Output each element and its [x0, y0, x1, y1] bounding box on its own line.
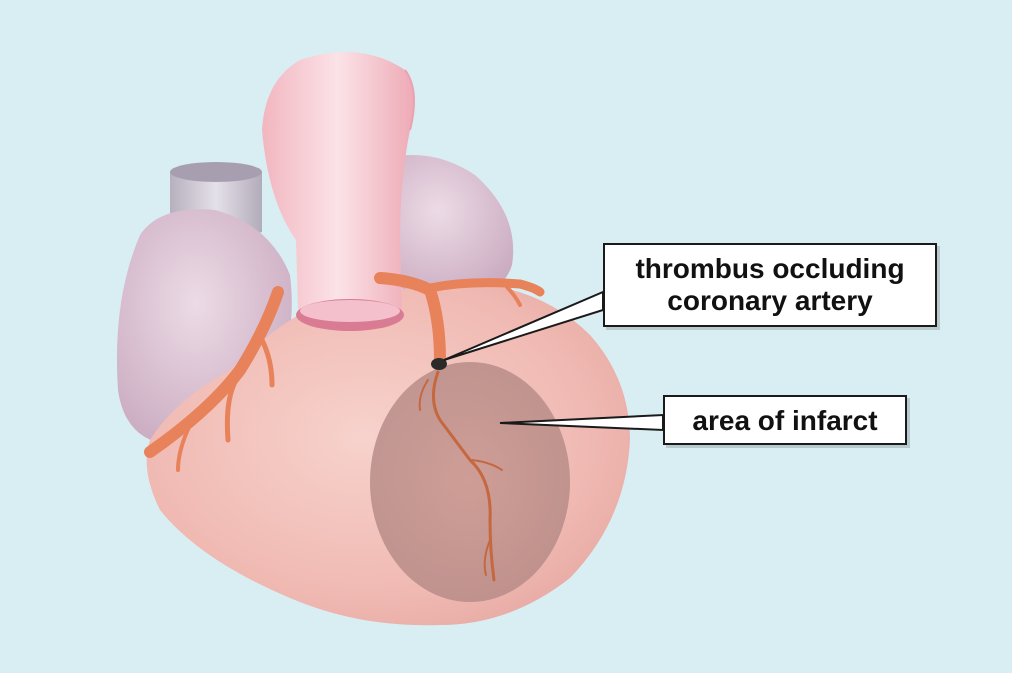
thrombus-label-line2: coronary artery [605, 285, 935, 317]
thrombus-label: thrombus occluding coronary artery [603, 243, 937, 327]
thrombus-label-line1: thrombus occluding [605, 253, 935, 285]
infarct-label-text: area of infarct [665, 405, 905, 437]
infarct-area [370, 362, 570, 602]
infarct-label: area of infarct [663, 395, 907, 445]
